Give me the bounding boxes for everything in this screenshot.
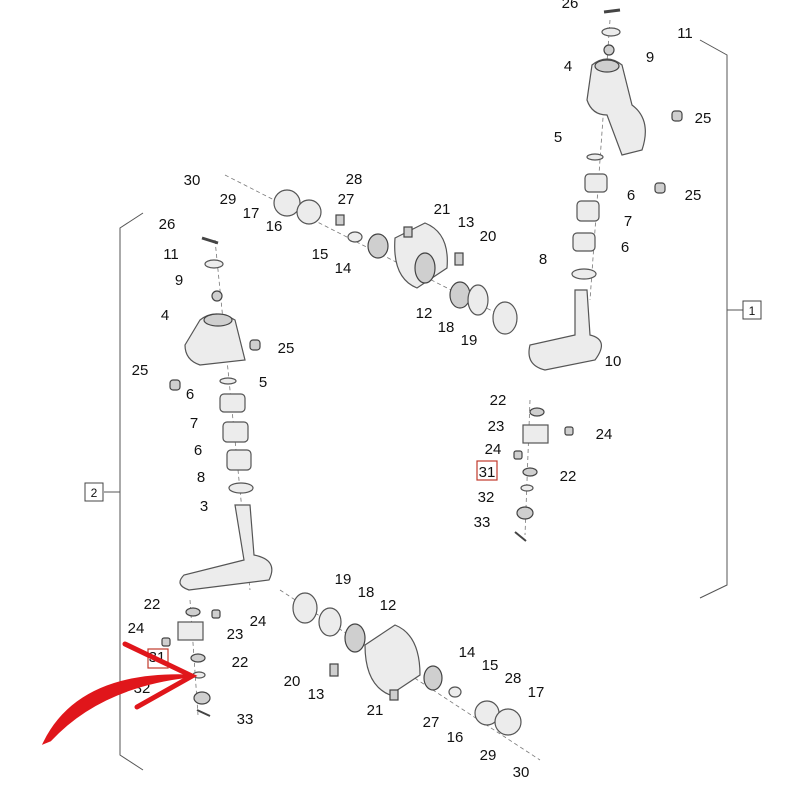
callout-label[interactable]: 3	[200, 498, 208, 515]
callout-label[interactable]: 31	[479, 464, 496, 481]
callout-label[interactable]: 13	[458, 214, 475, 231]
callout-label[interactable]: 19	[335, 571, 352, 588]
washer-11	[601, 27, 621, 37]
callout-label[interactable]: 14	[335, 260, 352, 277]
callout-label[interactable]: 12	[380, 597, 397, 614]
callout-label[interactable]: 28	[505, 670, 522, 687]
callout-label[interactable]: 23	[488, 418, 505, 435]
callout-label[interactable]: 33	[474, 514, 491, 531]
callout-label[interactable]: 9	[175, 272, 183, 289]
callout-label[interactable]: 10	[605, 353, 622, 370]
highlight-box-31-left	[147, 648, 169, 669]
callout-label[interactable]: 11	[163, 246, 179, 263]
callout-label[interactable]: 15	[482, 657, 499, 674]
callout-label[interactable]: 4	[161, 307, 169, 324]
callout-label[interactable]: 25	[695, 110, 712, 127]
red-arrow-annotation	[41, 641, 198, 745]
right-spindle-arm	[528, 289, 602, 371]
callout-label[interactable]: 26	[159, 216, 176, 233]
callout-label[interactable]: 20	[480, 228, 497, 245]
callout-label[interactable]: 6	[621, 239, 629, 256]
left-clamp-23	[177, 621, 204, 641]
callout-label[interactable]: 14	[459, 644, 476, 661]
lower-wheel-hub	[364, 624, 421, 696]
callout-label[interactable]: 5	[259, 374, 267, 391]
callout-label[interactable]: 24	[485, 441, 502, 458]
assembly-ref-2-label: 2	[91, 486, 98, 500]
callout-label[interactable]: 25	[278, 340, 295, 357]
right-clamp-23	[522, 424, 549, 444]
right-kingpin-housing	[586, 58, 646, 156]
callout-label[interactable]: 6	[627, 187, 635, 204]
assembly-ref-1[interactable]: 1	[742, 300, 762, 320]
callout-label[interactable]: 16	[447, 729, 464, 746]
callout-label[interactable]: 11	[677, 25, 693, 42]
seal-9	[603, 44, 615, 56]
callout-label[interactable]: 4	[564, 58, 572, 75]
callout-label[interactable]: 25	[685, 187, 702, 204]
assembly-bracket-right	[699, 39, 728, 599]
callout-label[interactable]: 19	[461, 332, 478, 349]
callout-label[interactable]: 18	[438, 319, 455, 336]
callout-label[interactable]: 22	[144, 596, 161, 613]
callout-label[interactable]: 22	[560, 468, 577, 485]
callout-label[interactable]: 16	[266, 218, 283, 235]
callout-label[interactable]: 9	[646, 49, 654, 66]
callout-label[interactable]: 27	[338, 191, 355, 208]
callout-label[interactable]: 24	[596, 426, 613, 443]
callout-label[interactable]: 8	[539, 251, 547, 268]
callout-label[interactable]: 28	[346, 171, 363, 188]
callout-label[interactable]: 25	[132, 362, 149, 379]
callout-label[interactable]: 15	[312, 246, 329, 263]
highlight-box-31-right	[476, 460, 498, 481]
callout-label[interactable]: 32	[478, 489, 495, 506]
callout-label[interactable]: 7	[624, 213, 632, 230]
callout-label[interactable]: 26	[562, 0, 579, 12]
callout-label[interactable]: 18	[358, 584, 375, 601]
callout-label[interactable]: 24	[128, 620, 145, 637]
callout-label[interactable]: 29	[480, 747, 497, 764]
callout-label[interactable]: 29	[220, 191, 237, 208]
callout-label[interactable]: 5	[554, 129, 562, 146]
callout-label[interactable]: 27	[423, 714, 440, 731]
callout-label[interactable]: 13	[308, 686, 325, 703]
callout-label[interactable]: 21	[367, 702, 384, 719]
callout-label[interactable]: 8	[197, 469, 205, 486]
callout-label[interactable]: 33	[237, 711, 254, 728]
assembly-ref-2[interactable]: 2	[84, 482, 104, 502]
callout-label[interactable]: 22	[232, 654, 249, 671]
callout-label[interactable]: 7	[190, 415, 198, 432]
callout-label[interactable]: 30	[184, 172, 201, 189]
callout-label[interactable]: 6	[194, 442, 202, 459]
callout-label[interactable]: 21	[434, 201, 451, 218]
callout-label[interactable]: 17	[528, 684, 545, 701]
left-spindle-arm	[179, 504, 273, 591]
callout-label[interactable]: 17	[243, 205, 260, 222]
callout-label[interactable]: 12	[416, 305, 433, 322]
callout-label[interactable]: 23	[227, 626, 244, 643]
callout-label[interactable]: 6	[186, 386, 194, 403]
callout-labels: 26 11 9 4 25 5 6 25 7 6 8 10 22 23 24 24 31 22 32 33 30 29 17 1…	[128, 0, 712, 781]
callout-label[interactable]: 20	[284, 673, 301, 690]
callout-label[interactable]: 22	[490, 392, 507, 409]
assembly-ref-1-label: 1	[749, 304, 756, 318]
callout-label[interactable]: 24	[250, 613, 267, 630]
callout-label[interactable]: 30	[513, 764, 530, 781]
